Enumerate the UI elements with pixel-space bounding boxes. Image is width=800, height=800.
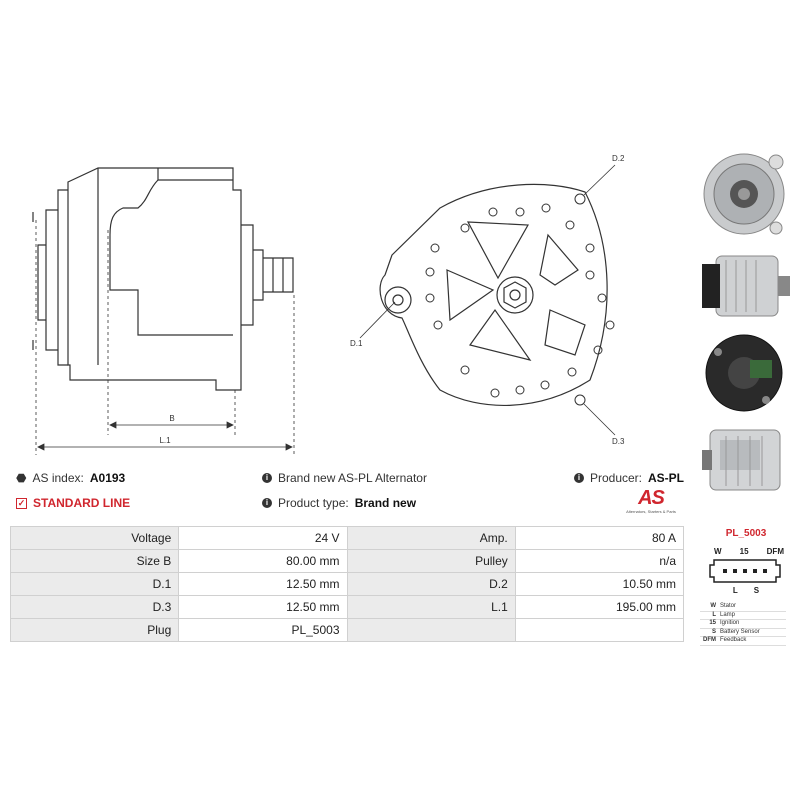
plug-top-pins: W 15 DFM: [700, 547, 792, 556]
table-row: Plug PL_5003: [9, 618, 685, 642]
spec-label: D.2: [346, 572, 516, 596]
standard-line-label: STANDARD LINE: [33, 496, 131, 510]
checkbox-icon: ✓: [16, 497, 27, 509]
logo-tagline: Alternators, Starters & Parts: [626, 509, 676, 514]
spec-value: 80 A: [514, 526, 685, 550]
producer-info: i Producer: AS-PL: [573, 471, 684, 485]
as-pl-logo: AS Alternators, Starters & Parts: [616, 487, 686, 514]
pin-label: S: [753, 586, 760, 595]
dimension-l1-label: L.1: [159, 436, 171, 445]
tag-icon: ⬣: [16, 471, 27, 485]
table-row: Size B 80.00 mm Pulley n/a: [9, 549, 685, 573]
dimension-d2-label: D.2: [612, 154, 625, 163]
spec-value: [514, 618, 685, 642]
producer-label: Producer:: [589, 471, 642, 485]
product-type-value: Brand new: [354, 496, 417, 510]
spec-value: 24 V: [178, 526, 348, 550]
spec-label: D.3: [9, 595, 180, 619]
as-index-info: ⬣ AS index: A0193: [16, 471, 125, 485]
front-view-photo: [703, 153, 785, 235]
side-view-photo: [702, 255, 790, 317]
standard-line-info: ✓ STANDARD LINE: [16, 496, 130, 510]
spec-value: 12.50 mm: [178, 595, 348, 619]
spec-value: 12.50 mm: [178, 572, 348, 596]
spec-label: Pulley: [346, 549, 516, 573]
dimension-d3-label: D.3: [612, 437, 625, 446]
plug-title: PL_5003: [725, 528, 767, 539]
producer-value: AS-PL: [648, 471, 684, 485]
pin-label: 15: [739, 547, 749, 556]
logo-text: AS: [638, 487, 665, 509]
connector-icon: [709, 559, 781, 583]
spec-label: Amp.: [346, 526, 516, 550]
product-description: Brand new AS-PL Alternator: [278, 471, 427, 485]
product-type-info: i Product type: Brand new: [262, 496, 416, 510]
as-index-label: AS index:: [32, 471, 84, 485]
as-index-value: A0193: [89, 471, 126, 485]
product-type-label: Product type:: [278, 496, 349, 510]
spec-value: 195.00 mm: [514, 595, 685, 619]
spec-value: 80.00 mm: [178, 549, 348, 573]
info-icon: i: [262, 498, 272, 508]
side-view-drawing: B L.1: [32, 167, 295, 455]
rear-view-photo: [705, 334, 783, 412]
info-icon: i: [573, 473, 584, 483]
dimension-d1-label: D.1: [350, 339, 363, 348]
table-row: Voltage 24 V Amp. 80 A: [9, 526, 685, 550]
spec-value: PL_5003: [178, 618, 348, 642]
spec-table: Voltage 24 V Amp. 80 A Size B 80.00 mm P…: [9, 526, 685, 642]
connector-side-photo: [702, 429, 781, 491]
spec-label: D.1: [9, 572, 180, 596]
dimension-b-label: B: [169, 414, 174, 423]
info-icon: i: [262, 473, 272, 483]
pin-label: W: [714, 547, 722, 556]
plug-bottom-pins: L S: [700, 586, 792, 595]
spec-value: 10.50 mm: [514, 572, 685, 596]
spec-label: [346, 618, 516, 642]
table-row: D.1 12.50 mm D.2 10.50 mm: [9, 572, 685, 596]
spec-label: Plug: [9, 618, 180, 642]
pin-label: DFM: [766, 547, 784, 556]
spec-label: Voltage: [9, 526, 180, 550]
pin-label: L: [732, 586, 738, 595]
spec-label: L.1: [346, 595, 516, 619]
spec-value: n/a: [514, 549, 685, 573]
table-row: D.3 12.50 mm L.1 195.00 mm: [9, 595, 685, 619]
spec-label: Size B: [9, 549, 180, 573]
front-view-drawing: D.1 D.2 D.3: [350, 154, 625, 446]
description-info: i Brand new AS-PL Alternator: [262, 471, 427, 485]
